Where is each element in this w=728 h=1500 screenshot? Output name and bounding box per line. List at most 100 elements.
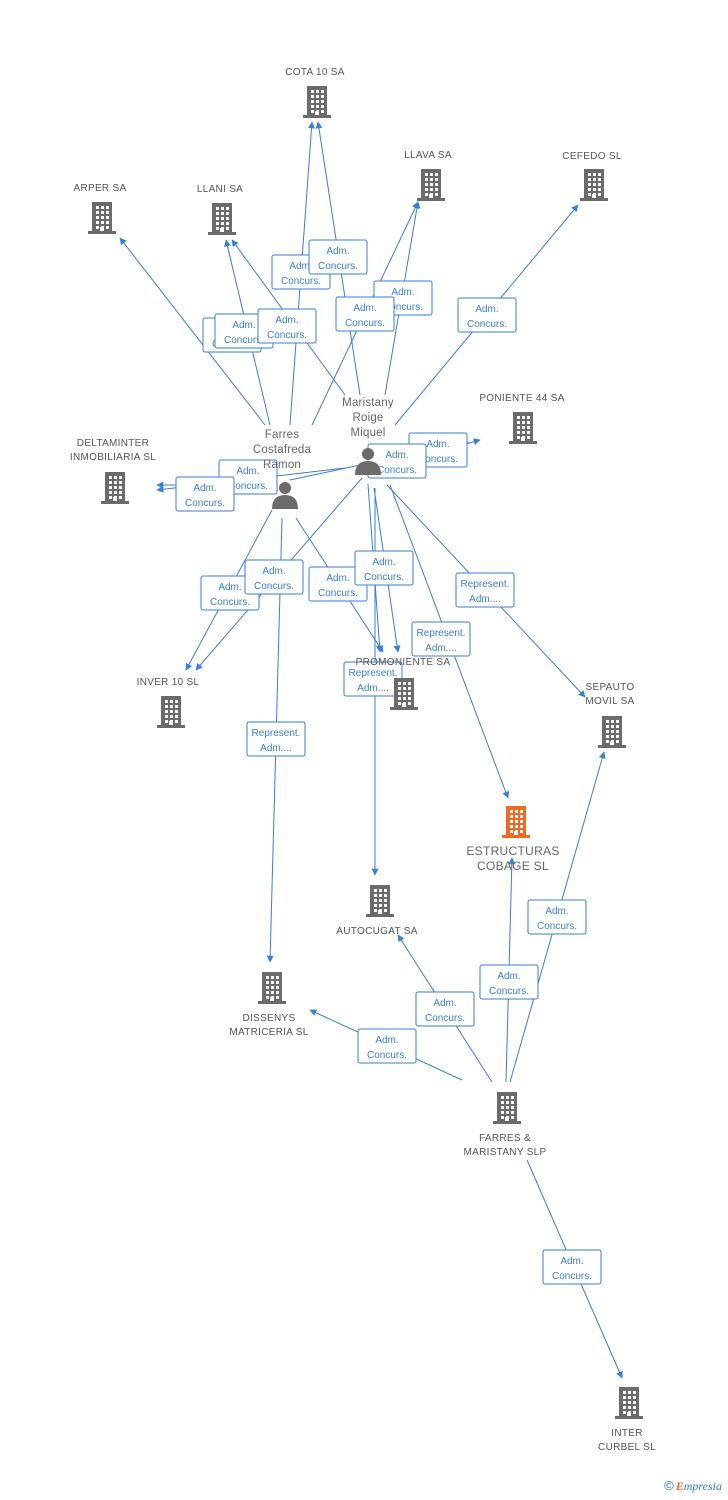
edge-label-box xyxy=(357,1028,417,1064)
building-icon xyxy=(157,696,185,728)
node-label: DELTAMINTER xyxy=(77,438,149,449)
edge-label-text: Adm. xyxy=(385,450,408,461)
edge-label-text: Adm. xyxy=(353,303,376,314)
brand-footer[interactable]: ©Empresia xyxy=(664,1478,722,1494)
edge-label-text: Concurs. xyxy=(367,1050,407,1061)
edge-label-maristany-to-promoniente[interactable]: Represent.Adm.... xyxy=(411,621,471,657)
edge-label-farres-to-deltaminter[interactable]: Adm.Concurs. xyxy=(175,476,235,512)
node-inver10[interactable]: INVER 10 SL xyxy=(137,677,200,728)
edge-label-maristany-to-inver10[interactable]: Adm.Concurs. xyxy=(244,559,304,595)
edge-label-text: Represent. xyxy=(417,628,466,639)
node-label: Maristany xyxy=(342,397,394,409)
edge-label-text: Adm.... xyxy=(469,594,501,605)
edge-label-maristany-to-promoniente[interactable]: Adm. Concurs. xyxy=(354,550,414,586)
edge-label-farres-to-promoniente[interactable]: Adm.Concurs. xyxy=(308,566,368,602)
node-poniente44[interactable]: PONIENTE 44 SA xyxy=(479,393,564,444)
edge-label-text: Concurs. xyxy=(224,335,264,346)
edge-label-box xyxy=(354,550,414,586)
edge-label-text: Adm. xyxy=(218,582,241,593)
edge-label-farresmaristany-to-autocugat[interactable]: Adm.Concurs. xyxy=(415,991,475,1027)
edge-label-text: Adm. xyxy=(236,466,259,477)
node-cefedo[interactable]: CEFEDO SL xyxy=(562,151,622,201)
node-label: MARISTANY SLP xyxy=(464,1147,547,1158)
node-label: AUTOCUGAT SA xyxy=(336,926,417,937)
node-llava[interactable]: LLAVA SA xyxy=(404,150,452,201)
node-label: CURBEL SL xyxy=(598,1442,656,1453)
node-label: Miquel xyxy=(350,427,385,439)
node-label: SEPAUTO xyxy=(586,682,635,693)
edge-label-text: Adm. xyxy=(375,1035,398,1046)
building-icon xyxy=(615,1387,643,1419)
brand-name: mpresia xyxy=(683,1479,722,1493)
building-icon xyxy=(509,412,537,444)
node-cota10[interactable]: COTA 10 SA xyxy=(285,67,345,118)
building-icon xyxy=(258,972,286,1004)
edge-label-text: Concurs. xyxy=(281,276,321,287)
edge-label-text: Concurs. xyxy=(489,986,529,997)
edge-label-text: Adm. xyxy=(289,261,312,272)
edge-label-text: Concurs. xyxy=(377,465,417,476)
edge-label-text: Concurs. xyxy=(345,318,385,329)
edge-label-box xyxy=(335,296,395,332)
node-sepauto[interactable]: SEPAUTO MOVIL SA xyxy=(585,682,634,748)
node-label: Ramon xyxy=(263,459,301,471)
node-label: DISSENYS xyxy=(243,1013,296,1024)
edge-label-box xyxy=(542,1249,602,1285)
node-farresmaristany[interactable]: FARRES &MARISTANY SLP xyxy=(464,1092,547,1158)
building-icon xyxy=(502,806,530,838)
edge-label-text: Adm. xyxy=(475,304,498,315)
edge-label-text: Concurs. xyxy=(383,302,423,313)
node-label: MOVIL SA xyxy=(585,696,634,707)
node-arper[interactable]: ARPER SA xyxy=(74,183,127,234)
edge-label-maristany-to-cota10[interactable]: Adm.Concurs. xyxy=(308,239,368,275)
node-label: INMOBILIARIA SL xyxy=(70,452,156,463)
edge-farres-to-arper xyxy=(119,237,266,426)
edge-label-text: Adm. xyxy=(326,573,349,584)
building-icon xyxy=(580,169,608,201)
edge-label-farresmaristany-to-estructuras[interactable]: Adm. Concurs. xyxy=(479,964,539,1000)
node-label: CEFEDO SL xyxy=(562,151,622,162)
node-promoniente[interactable]: PROMONIENTE SA xyxy=(356,657,451,710)
edge-label-box xyxy=(246,721,306,757)
edge-label-maristany-to-llani[interactable]: Adm.Concurs. xyxy=(257,308,317,344)
building-icon xyxy=(417,169,445,201)
edge-label-box xyxy=(175,476,235,512)
node-label: ESTRUCTURAS xyxy=(466,844,559,858)
edge-label-farres-to-llava[interactable]: Adm. Concurs. xyxy=(335,296,395,332)
edge-label-farres-to-poniente44[interactable]: Adm. Concurs. xyxy=(367,443,427,479)
edge-label-maristany-to-autocugat[interactable]: Represent.Adm.... xyxy=(343,661,403,697)
edge-label-maristany-to-sepauto[interactable]: Represent.Adm.... xyxy=(455,572,515,608)
edge-label-box xyxy=(479,964,539,1000)
edge-label-text: Adm. xyxy=(497,971,520,982)
edge-label-farres-to-dissenys[interactable]: Represent.Adm.... xyxy=(246,721,306,757)
edge-label-text: Adm.... xyxy=(260,743,292,754)
edge-label-text: Concurs. xyxy=(467,319,507,330)
edge-label-box xyxy=(457,297,517,333)
edge-label-farresmaristany-to-intercurbel[interactable]: Adm.Concurs. xyxy=(542,1249,602,1285)
node-deltaminter[interactable]: DELTAMINTER INMOBILIARIA SL xyxy=(70,438,156,504)
edge-label-farresmaristany-to-sepauto[interactable]: Adm.Concurs. xyxy=(527,899,587,935)
node-label: LLAVA SA xyxy=(404,150,452,161)
edge-label-box xyxy=(415,991,475,1027)
edge-label-box xyxy=(527,899,587,935)
node-llani[interactable]: LLANI SA xyxy=(197,184,243,235)
node-label: LLANI SA xyxy=(197,184,243,195)
brand-initial: E xyxy=(675,1479,684,1493)
node-autocugat[interactable]: AUTOCUGAT SA xyxy=(336,885,417,937)
edge-label-text: Adm. xyxy=(372,557,395,568)
building-icon xyxy=(303,86,331,118)
node-label: PONIENTE 44 SA xyxy=(479,393,564,404)
edge-label-text: Concurs. xyxy=(425,1013,465,1024)
edge-label-text: Adm. xyxy=(560,1256,583,1267)
edge-label-farresmaristany-to-dissenys[interactable]: Adm. Concurs. xyxy=(357,1028,417,1064)
edge-label-text: Adm.... xyxy=(357,683,389,694)
building-icon xyxy=(390,678,418,710)
edge-label-text: Concurs. xyxy=(364,572,404,583)
edge-label-maristany-to-cefedo[interactable]: Adm. Concurs. xyxy=(457,297,517,333)
